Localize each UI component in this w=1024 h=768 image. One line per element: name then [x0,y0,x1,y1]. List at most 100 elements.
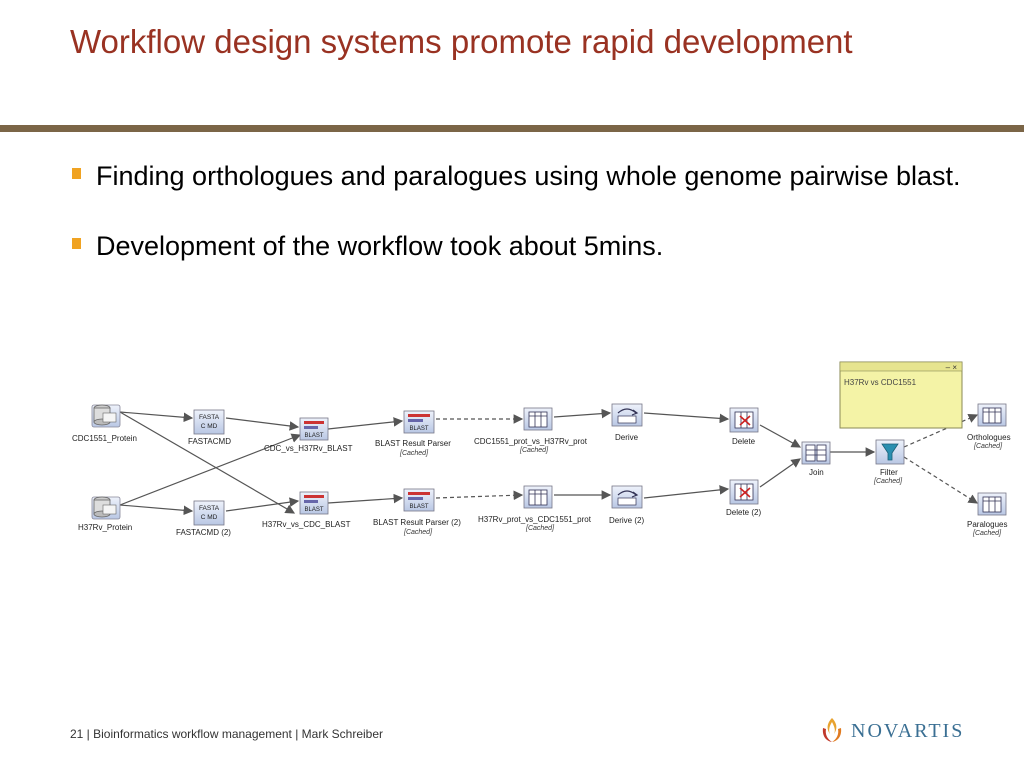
node-orthologues[interactable]: Orthologues [Cached] [967,403,1011,450]
edge-delete2-join [759,458,801,488]
title-divider [0,125,1024,132]
filter-icon [875,439,905,465]
node-label: H37Rv_prot_vs_CDC1551_prot [478,515,592,524]
note-window-controls[interactable]: – × [946,363,958,372]
blast-icon: BLAST [299,491,329,515]
node-label: Derive (2) [609,516,644,525]
table-icon [977,492,1007,516]
node-fastacmd-2[interactable]: FASTA C MD FASTACMD (2) [176,500,231,537]
node-label: BLAST Result Parser [375,439,451,448]
blast-icon: BLAST [403,410,435,434]
table-icon [977,403,1007,427]
table-icon [523,407,553,431]
edge-derive-delete [643,412,730,424]
edge-blast-parser [327,417,404,430]
node-label: Paralogues [967,520,1007,529]
blast-icon: BLAST [299,417,329,441]
node-label: Join [809,468,824,477]
note-text: H37Rv vs CDC1551 [844,378,917,387]
bullet-text: Finding orthologues and paralogues using… [96,161,961,191]
node-status: [Cached] [525,525,555,532]
bullet-item: Development of the workflow took about 5… [72,228,982,264]
node-label: Orthologues [967,433,1011,442]
edge-filter-orthologues [903,413,979,448]
node-label: H37Rv_Protein [78,523,132,532]
node-label: Filter [880,468,898,477]
bullet-item: Finding orthologues and paralogues using… [72,158,982,194]
icon-text: C MD [201,423,218,430]
database-icon [91,404,121,428]
workflow-edges [119,408,876,516]
node-h37rv-vs-cdc-blast[interactable]: BLAST H37Rv_vs_CDC_BLAST [262,491,351,529]
node-paralogues[interactable]: Paralogues [Cached] [967,492,1007,537]
node-derive-2[interactable]: Derive (2) [609,485,644,525]
node-status: [Cached] [972,530,1002,537]
edge-filter-paralogues [903,456,979,504]
novartis-logo: NOVARTIS [817,714,967,746]
edge-table-derive [553,408,612,419]
edge-derive2-delete2 [643,485,730,499]
node-status: [Cached] [403,529,433,536]
icon-text: FASTA [199,414,220,421]
node-status: [Cached] [973,443,1003,450]
node-label: BLAST Result Parser (2) [373,518,461,527]
edge-blast2-parser2 [327,493,404,504]
node-label: H37Rv_vs_CDC_BLAST [262,520,351,529]
fasta-cmd-icon: FASTA C MD [193,500,225,526]
node-join[interactable]: Join [801,441,831,477]
icon-text: BLAST [409,504,428,510]
node-label: Derive [615,433,639,442]
node-cdc-vs-h37rv-blast[interactable]: BLAST CDC_vs_H37Rv_BLAST [264,417,353,453]
node-label: CDC1551_prot_vs_H37Rv_prot [474,437,588,446]
icon-text: FASTA [199,505,220,512]
slide-title: Workflow design systems promote rapid de… [70,23,853,60]
slide-footer: 21 | Bioinformatics workflow management … [70,727,384,741]
delete-icon [729,479,759,505]
node-cdc1551-prot-vs-h37rv-prot[interactable]: CDC1551_prot_vs_H37Rv_prot [Cached] [474,407,588,454]
database-icon [91,496,121,520]
edge-h37rv-fastacmd2 [119,504,194,516]
icon-text: BLAST [304,507,323,513]
icon-text: BLAST [409,426,428,432]
flame-icon [822,718,842,742]
edge-delete-join [759,424,802,448]
node-status: [Cached] [519,447,549,454]
node-h37rv-prot-vs-cdc1551-prot[interactable]: H37Rv_prot_vs_CDC1551_prot [Cached] [478,485,592,532]
node-delete-2[interactable]: Delete (2) [726,479,761,517]
node-filter[interactable]: Filter [Cached] [873,439,905,485]
node-status: [Cached] [873,478,903,485]
node-delete[interactable]: Delete [729,407,759,446]
node-label: FASTACMD [188,437,231,446]
edge-parser2-table2 [435,490,524,501]
fasta-cmd-icon: FASTA C MD [193,409,225,435]
node-status: [Cached] [399,450,429,457]
node-cdc1551-protein[interactable]: CDC1551_Protein [72,404,137,443]
bullet-text: Development of the workflow took about 5… [96,231,664,261]
workflow-diagram: – × H37Rv vs CDC1551 CDC1551_Protein H37… [72,361,1011,537]
workflow-cached-edges [435,413,979,504]
delete-icon [729,407,759,433]
node-label: Delete (2) [726,508,761,517]
bullet-square-icon [72,168,81,179]
node-blast-result-parser[interactable]: BLAST BLAST Result Parser [Cached] [375,410,451,457]
icon-text: C MD [201,514,218,521]
node-fastacmd[interactable]: FASTA C MD FASTACMD [188,409,231,446]
annotation-note[interactable]: – × H37Rv vs CDC1551 [839,361,963,429]
edge-cdc-fastacmd [119,411,194,423]
edge-h37rv-cdcblast [119,433,302,506]
derive-icon [611,485,643,509]
node-label: Delete [732,437,756,446]
edge-fastacmd2-blast [225,497,300,512]
edge-cdc-h37rvblast [119,411,296,514]
table-icon [523,485,553,509]
blast-icon: BLAST [403,488,435,512]
edge-fastacmd-blast [225,417,300,431]
bullet-list: Finding orthologues and paralogues using… [72,158,982,298]
node-derive[interactable]: Derive [611,403,643,442]
node-blast-result-parser-2[interactable]: BLAST BLAST Result Parser (2) [Cached] [373,488,461,536]
node-label: CDC1551_Protein [72,434,137,443]
node-h37rv-protein[interactable]: H37Rv_Protein [78,496,132,532]
derive-icon [611,403,643,427]
join-icon [801,441,831,465]
logo-text: NOVARTIS [851,720,965,742]
